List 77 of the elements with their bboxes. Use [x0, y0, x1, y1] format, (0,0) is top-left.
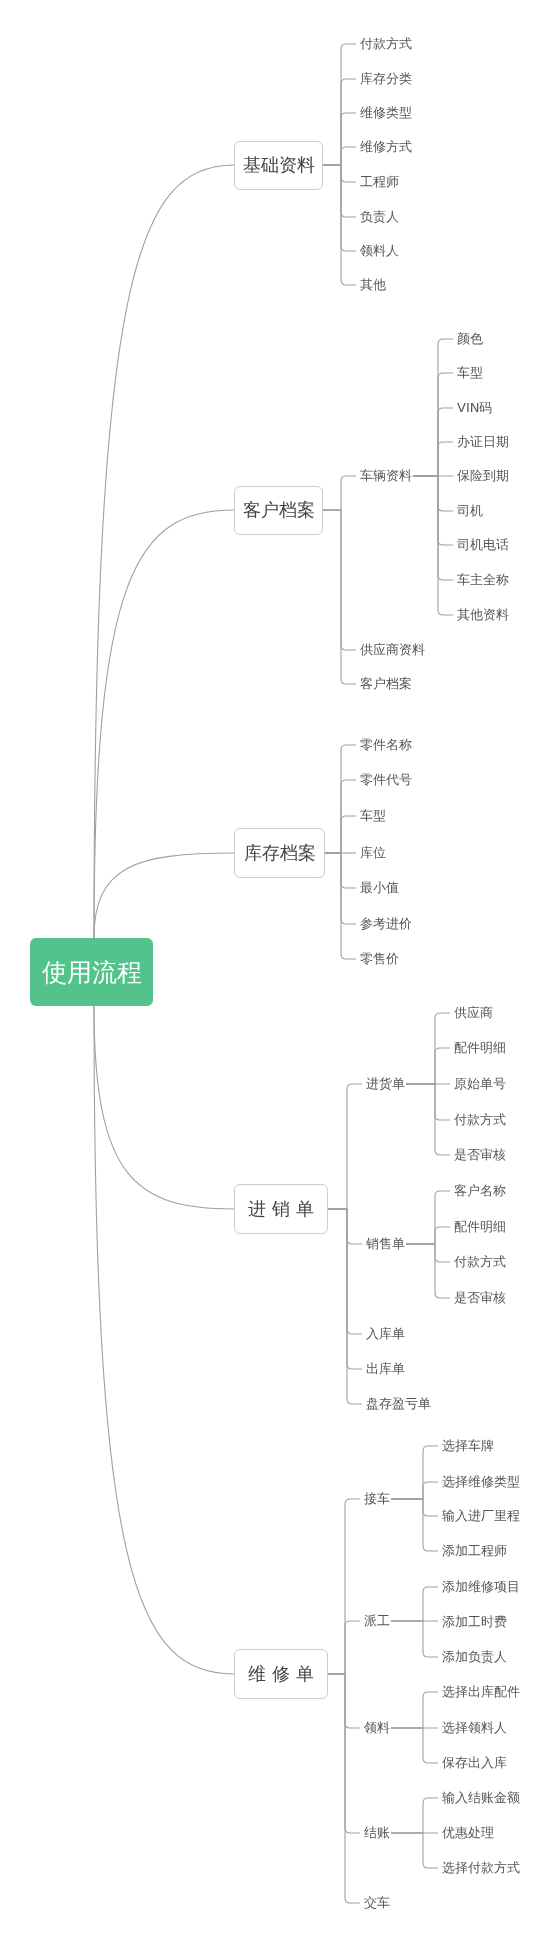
subtopic-text: 参考进价 — [359, 915, 413, 933]
subtopic-text: 选择付款方式 — [441, 1859, 521, 1877]
subtopic-text: 添加工程师 — [441, 1542, 508, 1560]
subtopic-text: 添加工时费 — [441, 1613, 508, 1631]
subtopic-text: 库存分类 — [359, 70, 413, 88]
branch-line — [324, 852, 357, 960]
subtopic-text: 颜色 — [456, 330, 484, 348]
subtopic-text: 添加维修项目 — [441, 1578, 521, 1596]
branch-line — [412, 475, 454, 616]
branch-line — [327, 1208, 363, 1405]
subtopic-text: 司机 — [456, 502, 484, 520]
topic-box: 客户档案 — [234, 485, 323, 535]
subtopic-text: 是否审核 — [453, 1146, 507, 1164]
subtopic-text: 库位 — [359, 844, 387, 862]
subtopic-text: 付款方式 — [453, 1253, 507, 1271]
branch-line — [322, 164, 357, 286]
subtopic-text: VIN码 — [456, 399, 494, 417]
subtopic-text: 销售单 — [365, 1235, 406, 1253]
subtopic-text: 入库单 — [365, 1325, 406, 1343]
subtopic-text: 配件明细 — [453, 1218, 507, 1236]
subtopic-text: 供应商资料 — [359, 641, 426, 659]
subtopic-text: 领料人 — [359, 242, 400, 260]
subtopic-text: 其他 — [359, 276, 387, 294]
subtopic-text: 输入结账金额 — [441, 1789, 521, 1807]
subtopic-text: 维修方式 — [359, 138, 413, 156]
branch-line — [405, 1243, 451, 1299]
topic-box: 进 销 单 — [234, 1184, 328, 1234]
branch-line — [322, 509, 357, 685]
subtopic-text: 工程师 — [359, 173, 400, 191]
subtopic-text: 结账 — [363, 1824, 391, 1842]
subtopic-text: 选择维修类型 — [441, 1473, 521, 1491]
subtopic-text: 付款方式 — [453, 1111, 507, 1129]
subtopic-text: 交车 — [363, 1894, 391, 1912]
subtopic-text: 车主全称 — [456, 571, 510, 589]
subtopic-text: 选择车牌 — [441, 1437, 495, 1455]
subtopic-text: 供应商 — [453, 1004, 494, 1022]
subtopic-text: 原始单号 — [453, 1075, 507, 1093]
central-topic-box: 使用流程 — [30, 938, 153, 1006]
subtopic-text: 零件代号 — [359, 771, 413, 789]
subtopic-text: 零售价 — [359, 950, 400, 968]
subtopic-text: 其他资料 — [456, 606, 510, 624]
subtopic-text: 车辆资料 — [359, 467, 413, 485]
subtopic-text: 选择出库配件 — [441, 1683, 521, 1701]
branch-line — [390, 1832, 439, 1869]
subtopic-text: 盘存盈亏单 — [365, 1395, 432, 1413]
subtopic-text: 负责人 — [359, 208, 400, 226]
topic-box: 库存档案 — [234, 828, 325, 878]
subtopic-text: 派工 — [363, 1612, 391, 1630]
subtopic-text: 接车 — [363, 1490, 391, 1508]
topic-box: 维 修 单 — [234, 1649, 328, 1699]
branch-line — [390, 1727, 439, 1764]
subtopic-text: 是否审核 — [453, 1289, 507, 1307]
subtopic-text: 进货单 — [365, 1075, 406, 1093]
subtopic-text: 出库单 — [365, 1360, 406, 1378]
subtopic-text: 输入进厂里程 — [441, 1507, 521, 1525]
subtopic-text: 最小值 — [359, 879, 400, 897]
subtopic-text: 维修类型 — [359, 104, 413, 122]
subtopic-text: 配件明细 — [453, 1039, 507, 1057]
subtopic-text: 保险到期 — [456, 467, 510, 485]
subtopic-text: 办证日期 — [456, 433, 510, 451]
subtopic-text: 车型 — [359, 807, 387, 825]
subtopic-text: 车型 — [456, 364, 484, 382]
topic-box: 基础资料 — [234, 140, 323, 190]
branch-line — [390, 1498, 439, 1552]
branch-line — [93, 852, 235, 939]
subtopic-text: 优惠处理 — [441, 1824, 495, 1842]
subtopic-text: 司机电话 — [456, 536, 510, 554]
subtopic-text: 添加负责人 — [441, 1648, 508, 1666]
subtopic-text: 零件名称 — [359, 736, 413, 754]
subtopic-text: 付款方式 — [359, 35, 413, 53]
subtopic-text: 保存出入库 — [441, 1754, 508, 1772]
branch-line — [93, 1005, 235, 1675]
subtopic-text: 客户档案 — [359, 675, 413, 693]
subtopic-text: 客户名称 — [453, 1182, 507, 1200]
branch-line — [390, 1620, 439, 1658]
subtopic-text: 领料 — [363, 1719, 391, 1737]
subtopic-text: 选择领料人 — [441, 1719, 508, 1737]
